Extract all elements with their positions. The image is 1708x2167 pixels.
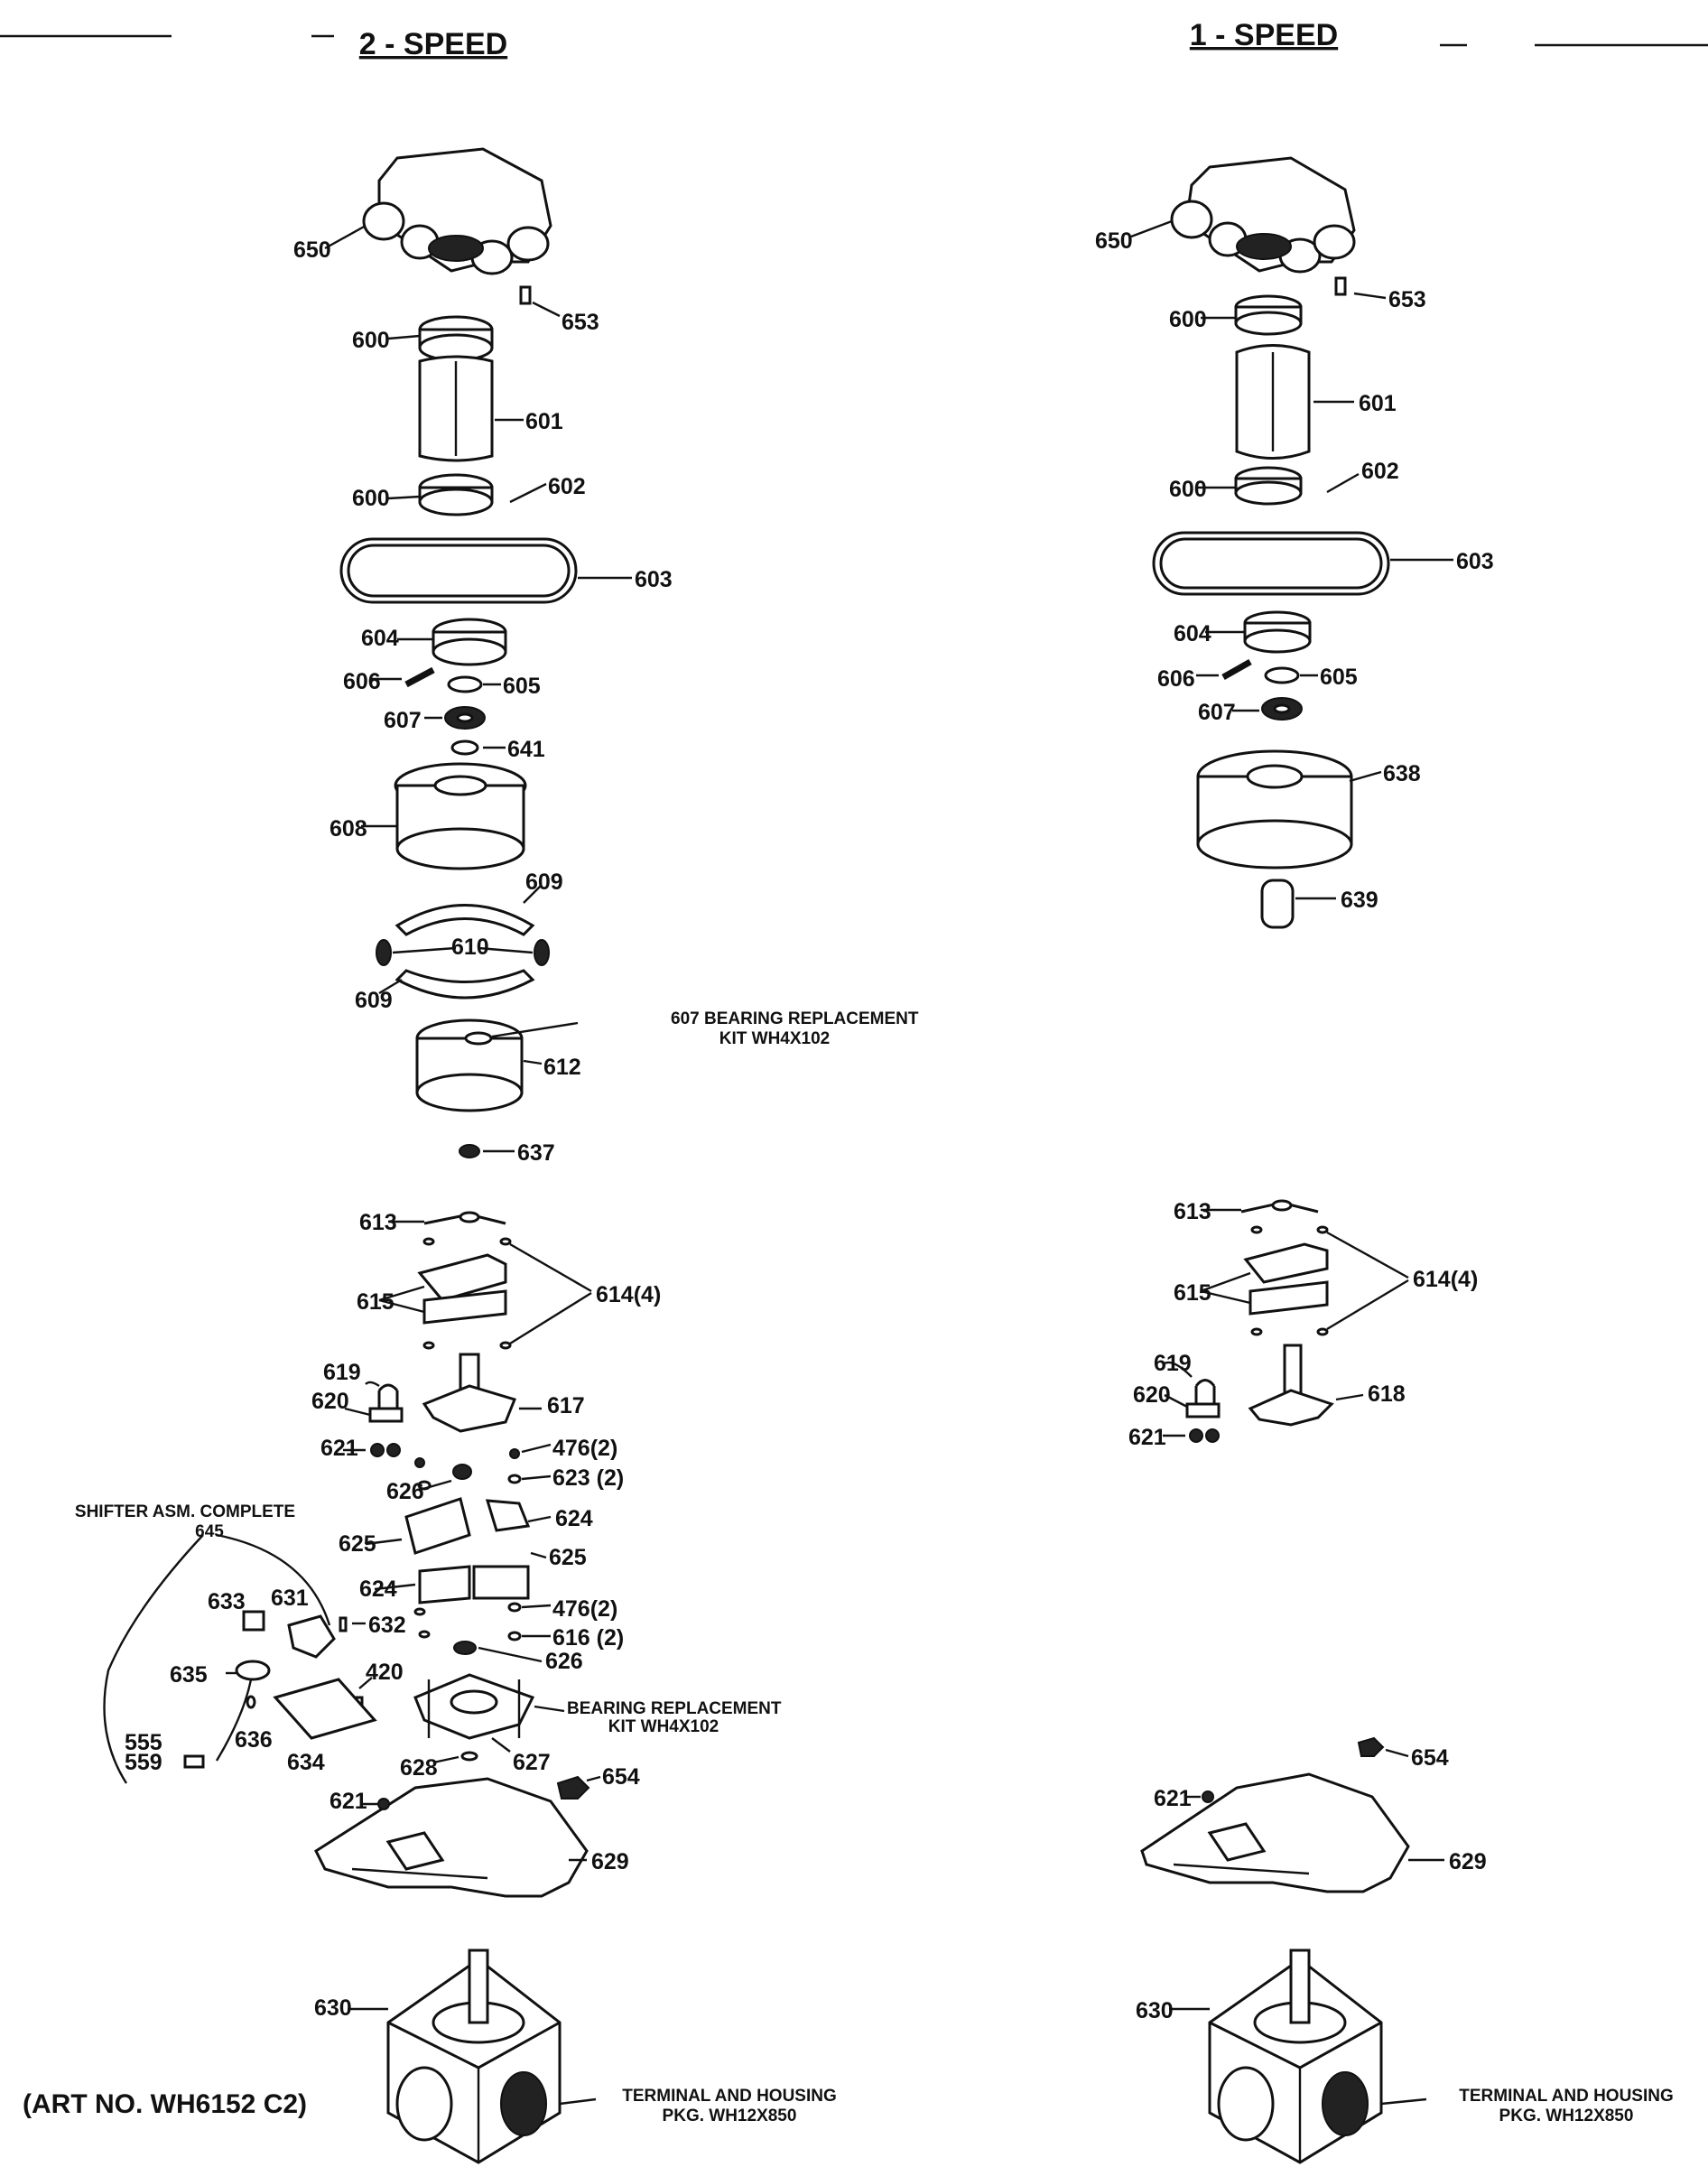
right-callout-label-17: 620 — [1133, 1382, 1171, 1408]
left-callout-label-24: 621 — [320, 1436, 358, 1461]
left-callout-label-4: 600 — [352, 486, 390, 511]
left-callout-label-5: 602 — [548, 474, 586, 499]
caption-bearing-kit-607-line2: KIT WH4X102 — [719, 1029, 830, 1048]
left-callout-label-39: 654 — [602, 1764, 640, 1790]
left-callout-label-41: 629 — [591, 1849, 629, 1874]
left-callout-label-30: 624 — [359, 1576, 397, 1602]
left-callout-label-1: 653 — [562, 310, 599, 335]
left-callout-label-31: 625 — [549, 1545, 587, 1570]
right-callout-label-7: 604 — [1174, 621, 1211, 646]
left-callout-label-3: 601 — [525, 409, 563, 434]
right-callout-label-0: 650 — [1095, 228, 1133, 254]
left-callout-label-46: 636 — [235, 1727, 273, 1753]
left-callout-label-33: 632 — [368, 1613, 406, 1638]
left-callout-label-6: 603 — [635, 567, 673, 592]
right-callout-label-1: 653 — [1388, 287, 1426, 312]
left-callout-label-20: 615 — [357, 1289, 395, 1315]
left-callout-label-37: 628 — [400, 1755, 438, 1781]
two-speed-assembly — [314, 147, 632, 2164]
right-callout-label-12: 639 — [1341, 888, 1378, 913]
left-callout-label-45: 635 — [170, 1662, 208, 1688]
caption-terminal-right-line2: PKG. WH12X850 — [1499, 2107, 1634, 2125]
left-callout-label-18: 613 — [359, 1210, 397, 1235]
right-callout-label-22: 629 — [1449, 1849, 1487, 1874]
left-callout-label-38: 627 — [513, 1750, 551, 1775]
caption-bearing-kit-607-line1: 607 BEARING REPLACEMENT — [671, 1009, 919, 1028]
left-callout-label-14: 610 — [451, 935, 489, 960]
caption-terminal-left-line2: PKG. WH12X850 — [663, 2107, 797, 2125]
left-callout-label-35: 626 — [545, 1649, 583, 1674]
right-callout-labels: 650 653 600 601 600 602 603 604 606 605 607 638 639 6… — [1095, 228, 1494, 2023]
left-callout-label-42: 630 — [314, 1995, 352, 2021]
left-callout-label-13: 609 — [525, 870, 563, 895]
right-callout-label-3: 601 — [1359, 391, 1397, 416]
shifter-assembly — [103, 1533, 377, 1784]
right-callout-label-4: 600 — [1169, 477, 1207, 502]
pump-650-left — [362, 147, 552, 275]
left-callout-label-34: 616 (2) — [552, 1625, 624, 1651]
right-callout-label-23: 630 — [1136, 1998, 1174, 2023]
left-callout-label-2: 600 — [352, 328, 390, 353]
left-callout-labels: 650 653 600 601 600 602 603 604 606 605 607 641 608 6… — [125, 237, 673, 2021]
art-number: (ART NO. WH6152 C2) — [23, 2089, 307, 2119]
shifter-title: SHIFTER ASM. COMPLETE — [75, 1502, 295, 1521]
left-callout-label-27: 623 (2) — [552, 1465, 624, 1491]
shifter-number: 645 — [195, 1522, 224, 1541]
left-callout-label-17: 637 — [517, 1140, 555, 1166]
right-callout-label-9: 605 — [1320, 665, 1358, 690]
left-callout-label-28: 625 — [339, 1531, 376, 1557]
one-speed-assembly — [1130, 156, 1453, 2164]
left-callout-label-0: 650 — [293, 237, 331, 263]
left-callout-label-19: 614(4) — [596, 1282, 661, 1307]
left-callout-label-10: 607 — [384, 708, 422, 733]
left-callout-label-36: 420 — [366, 1660, 404, 1685]
left-callout-label-29: 624 — [555, 1506, 593, 1531]
left-callout-label-47: 634 — [287, 1750, 325, 1775]
left-callout-label-22: 620 — [311, 1389, 349, 1414]
left-callout-label-32: 476(2) — [552, 1596, 617, 1622]
right-callout-label-13: 613 — [1174, 1199, 1211, 1224]
right-callout-label-19: 621 — [1128, 1425, 1166, 1450]
right-callout-label-18: 618 — [1368, 1381, 1406, 1407]
right-callout-label-10: 607 — [1198, 700, 1236, 725]
right-callout-label-11: 638 — [1383, 761, 1421, 786]
caption-terminal-right-line1: TERMINAL AND HOUSING — [1459, 2087, 1674, 2106]
left-callout-label-8: 606 — [343, 669, 381, 694]
left-callout-label-12: 608 — [330, 816, 367, 842]
left-callout-label-44: 631 — [271, 1586, 309, 1611]
right-callout-label-16: 619 — [1154, 1351, 1192, 1376]
right-callout-label-8: 606 — [1157, 666, 1195, 692]
caption-terminal-left-line1: TERMINAL AND HOUSING — [622, 2087, 837, 2106]
caption-bearing-kit-627-line1: BEARING REPLACEMENT — [567, 1699, 782, 1718]
left-callout-label-49: 559 — [125, 1750, 162, 1775]
left-callout-label-25: 476(2) — [552, 1436, 617, 1461]
left-callout-label-40: 621 — [330, 1789, 367, 1814]
left-callout-label-26: 626 — [386, 1479, 424, 1504]
left-callout-label-21: 619 — [323, 1360, 361, 1385]
right-callout-label-5: 602 — [1361, 459, 1399, 484]
right-callout-label-20: 654 — [1411, 1745, 1449, 1771]
left-callout-label-48: 555 — [125, 1730, 162, 1755]
left-callout-label-15: 609 — [355, 988, 393, 1013]
header-two-speed: 2 - SPEED — [359, 27, 507, 61]
right-callout-label-6: 603 — [1456, 549, 1494, 574]
left-callout-label-16: 612 — [543, 1055, 581, 1080]
right-callout-label-2: 600 — [1169, 307, 1207, 332]
right-callout-label-15: 615 — [1174, 1280, 1211, 1306]
left-callout-label-43: 633 — [208, 1589, 246, 1614]
left-callout-label-11: 641 — [507, 737, 545, 762]
right-callout-label-14: 614(4) — [1413, 1267, 1478, 1292]
left-callout-label-7: 604 — [361, 626, 399, 651]
header-one-speed: 1 - SPEED — [1190, 18, 1338, 52]
left-callout-label-23: 617 — [547, 1393, 585, 1418]
left-callout-label-9: 605 — [503, 674, 541, 699]
right-callout-label-21: 621 — [1154, 1786, 1192, 1811]
caption-bearing-kit-627-line2: KIT WH4X102 — [608, 1717, 719, 1736]
